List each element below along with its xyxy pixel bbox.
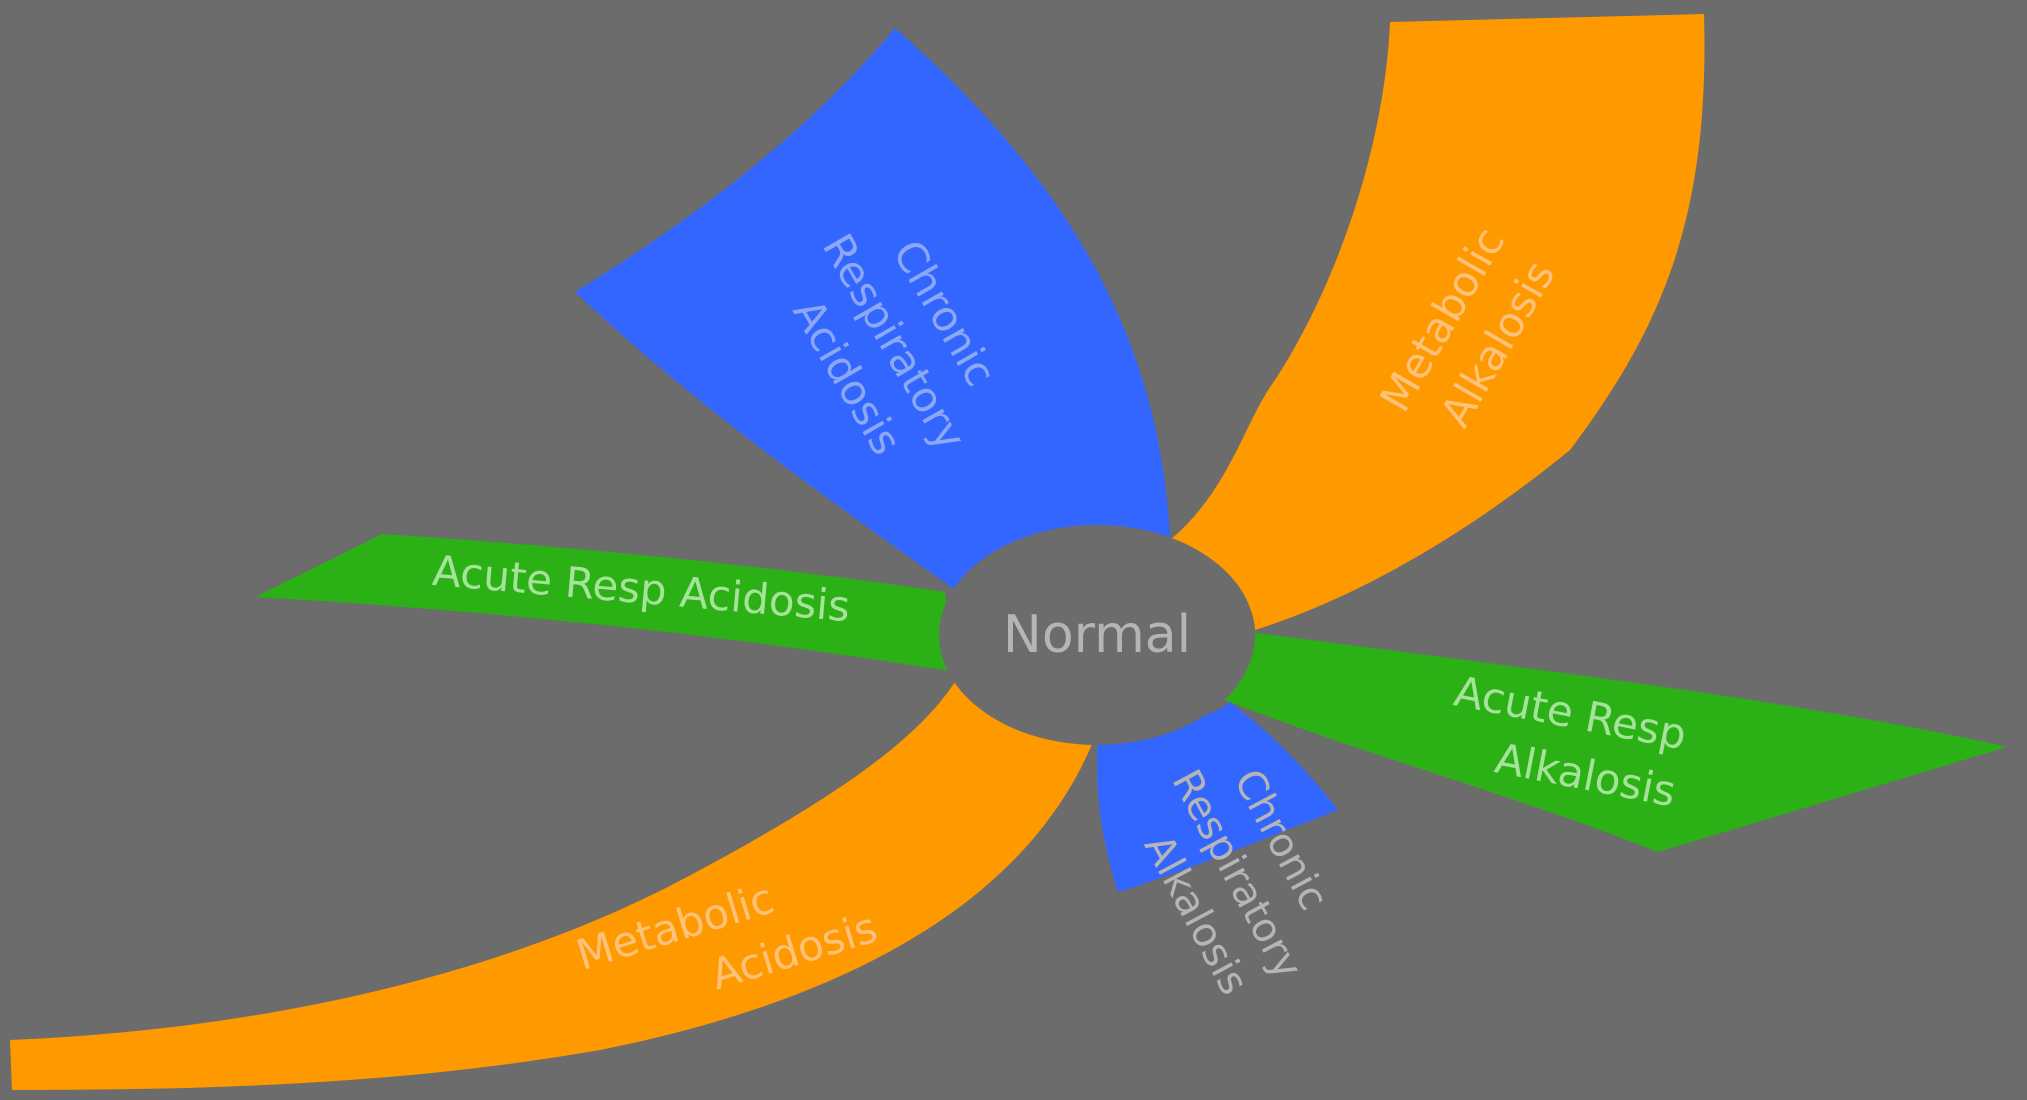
metabolic-acidosis-region (10, 677, 1095, 1090)
acute-resp-alkalosis-region (1225, 632, 2007, 852)
chronic-resp-alkalosis-region (1097, 702, 1338, 892)
normal-label: Normal (1003, 605, 1191, 665)
acute-resp-acidosis-region (255, 534, 955, 672)
metabolic-alkalosis-region (1170, 14, 1705, 630)
chronic-resp-acidosis-region (575, 28, 1170, 590)
normal-ellipse (939, 525, 1255, 745)
